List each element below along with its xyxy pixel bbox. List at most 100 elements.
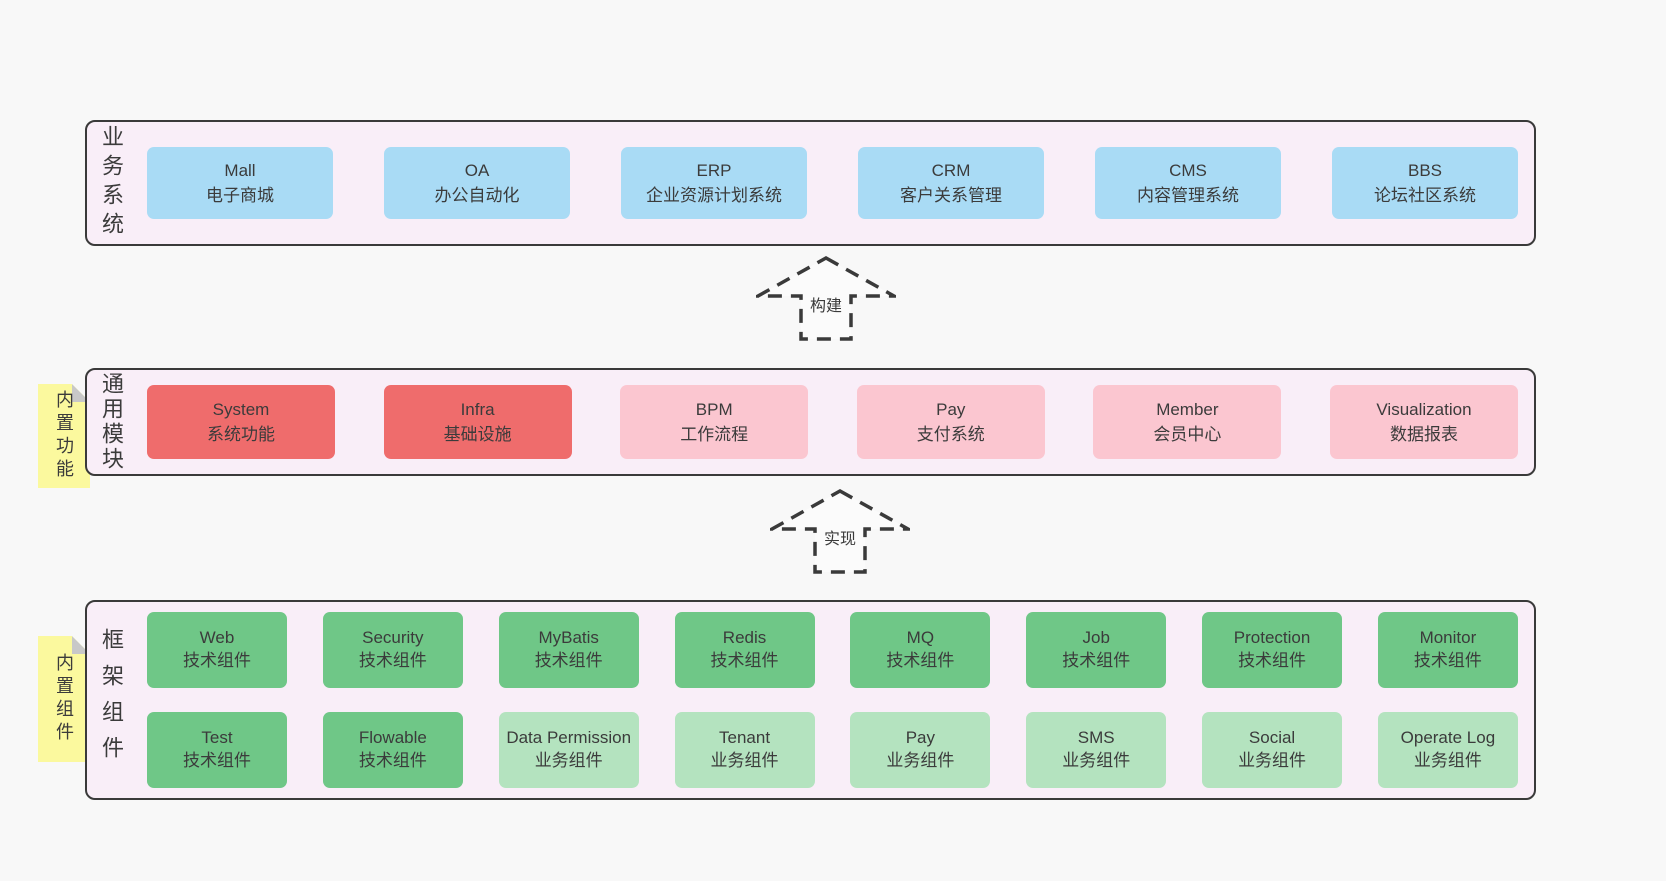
box-title: MyBatis: [538, 628, 599, 648]
box-title: Infra: [460, 399, 495, 419]
box-member: Member 会员中心: [1093, 385, 1282, 459]
box-bpm: BPM 工作流程: [620, 385, 809, 459]
box-title: Redis: [722, 628, 767, 648]
panel-business-systems: 业务系统 Mall 电子商城 OA 办公自动化 ERP 企业资源计划系统 CRM…: [85, 120, 1536, 246]
box-title: Member: [1156, 399, 1219, 419]
panel-label-framework-components: 框架组件: [99, 628, 124, 772]
box-subtitle: 业务组件: [1062, 751, 1131, 770]
box-web: Web 技术组件: [147, 612, 287, 688]
box-subtitle: 业务组件: [1413, 751, 1482, 770]
box-oa: OA 办公自动化: [384, 147, 570, 219]
panel-framework-components: 框架组件 Web 技术组件 Security 技术组件 MyBatis 技术组件…: [85, 600, 1536, 800]
box-subtitle: 业务组件: [1238, 751, 1307, 770]
box-sms: SMS 业务组件: [1026, 712, 1167, 788]
box-title: Mall: [224, 160, 256, 180]
arrow-build: 构建: [756, 255, 896, 342]
box-subtitle: 技术组件: [183, 651, 251, 670]
box-erp: ERP 企业资源计划系统: [621, 147, 807, 219]
box-data-permission: Data Permission 业务组件: [498, 712, 639, 788]
box-mall: Mall 电子商城: [147, 147, 333, 219]
box-subtitle: 技术组件: [1238, 651, 1307, 670]
box-visualization: Visualization 数据报表: [1329, 385, 1518, 459]
framework-boxes-grid: Web 技术组件 Security 技术组件 MyBatis 技术组件 Redi…: [147, 612, 1518, 788]
sticky-note-label: 内置功能: [54, 390, 74, 482]
box-subtitle: 技术组件: [183, 751, 251, 770]
box-system: System 系统功能: [147, 385, 335, 459]
sticky-note-label: 内置组件: [54, 653, 74, 745]
box-subtitle: 数据报表: [1389, 425, 1458, 444]
box-bbs: BBS 论坛社区系统: [1332, 147, 1518, 219]
arrow-label: 构建: [806, 292, 846, 316]
box-subtitle: 支付系统: [916, 425, 985, 444]
box-title: Pay: [936, 399, 966, 419]
box-subtitle: 业务组件: [534, 751, 603, 770]
business-boxes-row: Mall 电子商城 OA 办公自动化 ERP 企业资源计划系统 CRM 客户关系…: [147, 147, 1518, 219]
box-subtitle: 内容管理系统: [1137, 186, 1239, 205]
box-title: Protection: [1233, 628, 1311, 648]
box-title: Tenant: [719, 728, 771, 748]
box-title: CMS: [1169, 160, 1207, 180]
box-title: BPM: [695, 399, 733, 419]
arrow-implement: 实现: [770, 488, 910, 575]
arrow-label: 实现: [820, 525, 860, 549]
box-title: Flowable: [358, 728, 427, 748]
box-title: Pay: [905, 728, 936, 748]
box-monitor: Monitor 技术组件: [1377, 612, 1518, 688]
box-subtitle: 会员中心: [1153, 425, 1222, 444]
box-subtitle: 客户关系管理: [900, 186, 1002, 205]
box-subtitle: 业务组件: [886, 751, 955, 770]
box-subtitle: 基础设施: [443, 425, 512, 444]
panel-label-business-systems: 业务系统: [99, 125, 124, 241]
box-subtitle: 技术组件: [534, 651, 603, 670]
box-subtitle: 技术组件: [358, 651, 427, 670]
box-subtitle: 技术组件: [358, 751, 427, 770]
box-title: ERP: [696, 160, 732, 180]
panel-common-modules: 通用模块 System 系统功能 Infra 基础设施 BPM 工作流程 Pay…: [85, 368, 1536, 476]
box-subtitle: 论坛社区系统: [1374, 186, 1476, 205]
box-subtitle: 办公自动化: [434, 186, 520, 205]
box-title: OA: [464, 160, 490, 180]
box-subtitle: 企业资源计划系统: [646, 186, 782, 205]
box-operate-log: Operate Log 业务组件: [1377, 712, 1518, 788]
box-subtitle: 技术组件: [710, 651, 779, 670]
box-crm: CRM 客户关系管理: [858, 147, 1044, 219]
box-title: Operate Log: [1400, 728, 1496, 748]
box-redis: Redis 技术组件: [674, 612, 815, 688]
box-pay-component: Pay 业务组件: [850, 712, 991, 788]
box-protection: Protection 技术组件: [1202, 612, 1343, 688]
box-title: Security: [362, 628, 424, 648]
box-subtitle: 业务组件: [710, 751, 779, 770]
box-pay-module: Pay 支付系统: [856, 385, 1045, 459]
box-subtitle: 电子商城: [206, 186, 274, 205]
box-title: CRM: [931, 160, 971, 180]
box-title: Web: [199, 628, 235, 648]
box-test: Test 技术组件: [147, 712, 287, 788]
box-subtitle: 系统功能: [207, 425, 275, 444]
box-title: BBS: [1407, 160, 1443, 180]
box-tenant: Tenant 业务组件: [674, 712, 815, 788]
box-title: Monitor: [1419, 628, 1477, 648]
box-title: MQ: [906, 628, 935, 648]
box-title: Test: [201, 728, 233, 748]
box-job: Job 技术组件: [1026, 612, 1167, 688]
box-mq: MQ 技术组件: [850, 612, 991, 688]
box-subtitle: 技术组件: [886, 651, 955, 670]
box-title: Visualization: [1376, 399, 1472, 419]
box-social: Social 业务组件: [1202, 712, 1343, 788]
box-subtitle: 工作流程: [680, 425, 749, 444]
box-flowable: Flowable 技术组件: [322, 712, 463, 788]
box-mybatis: MyBatis 技术组件: [498, 612, 639, 688]
box-title: SMS: [1077, 728, 1115, 748]
modules-boxes-row: System 系统功能 Infra 基础设施 BPM 工作流程 Pay 支付系统…: [147, 385, 1518, 459]
box-title: Data Permission: [506, 728, 632, 748]
framework-row-1: Web 技术组件 Security 技术组件 MyBatis 技术组件 Redi…: [147, 612, 1518, 688]
framework-row-2: Test 技术组件 Flowable 技术组件 Data Permission …: [147, 712, 1518, 788]
panel-label-common-modules: 通用模块: [99, 372, 124, 472]
box-title: System: [212, 399, 270, 419]
box-security: Security 技术组件: [322, 612, 463, 688]
box-infra: Infra 基础设施: [383, 385, 572, 459]
box-title: Job: [1082, 628, 1110, 648]
sticky-note-builtin-components: 内置组件: [38, 636, 90, 762]
box-subtitle: 技术组件: [1413, 651, 1482, 670]
